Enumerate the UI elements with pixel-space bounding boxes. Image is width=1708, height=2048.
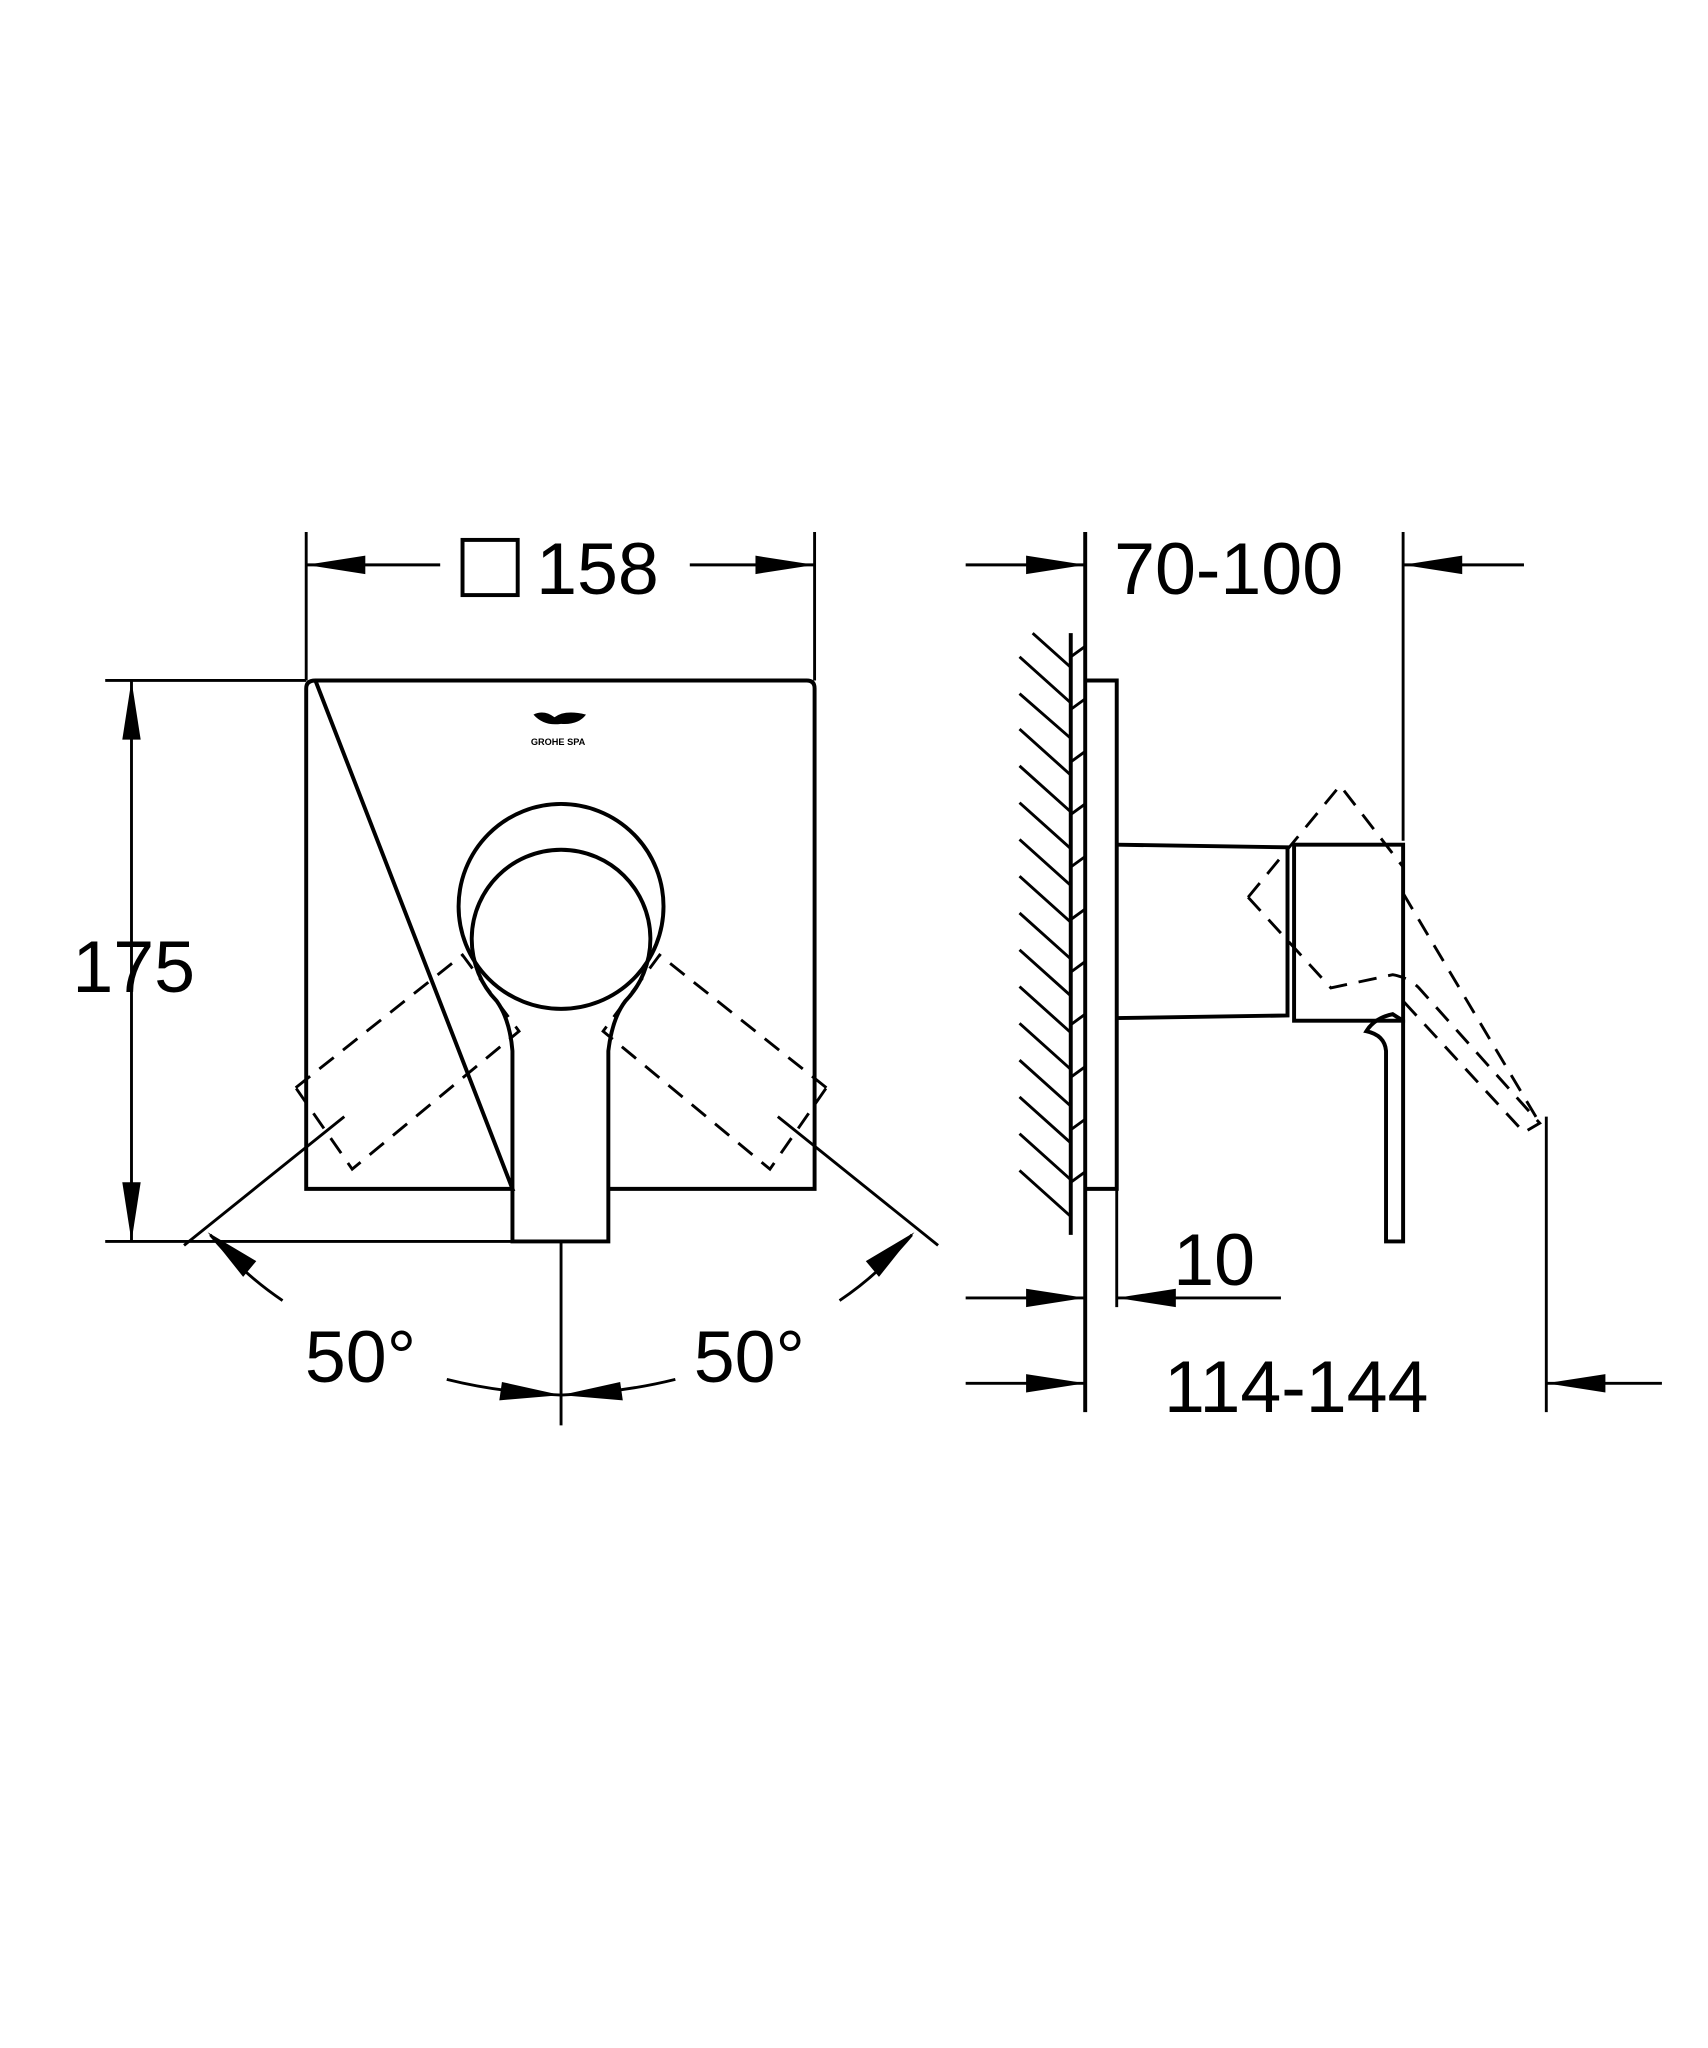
lever-raised-position (1246, 783, 1542, 1135)
angle-dimension: 50° 50° (183, 1115, 939, 1426)
plate-label: 10 (1173, 1218, 1255, 1301)
total-label: 114-144 (1164, 1345, 1428, 1428)
plate-dimension: 10 (965, 1218, 1281, 1308)
handle-hub-side (1292, 842, 1406, 1023)
height-dimension: 175 (72, 679, 513, 1243)
valve-body-side (1116, 842, 1290, 1021)
angle-right-label: 50° (694, 1315, 805, 1398)
brand-logo: GROHE SPA (531, 712, 587, 747)
lever-right-position (601, 952, 829, 1172)
side-view: 70-100 10 114-144 (965, 527, 1662, 1428)
projection-label: 70-100 (1114, 527, 1343, 610)
height-label: 175 (72, 925, 195, 1008)
projection-dimension: 70-100 (965, 527, 1524, 841)
square-icon (460, 537, 520, 598)
angle-left-label: 50° (305, 1315, 416, 1398)
total-dimension: 114-144 (965, 1116, 1662, 1428)
rosette-ring (456, 801, 666, 1011)
cover-plate (304, 678, 817, 1191)
lever-handle (469, 847, 653, 1244)
width-label: 158 (536, 527, 659, 610)
lever-left-position (293, 952, 521, 1172)
svg-text:GROHE SPA: GROHE SPA (531, 737, 586, 747)
front-view: 158 175 GROHE SPA (72, 527, 939, 1426)
width-dimension: 158 (304, 527, 817, 681)
wall-hatch (1018, 532, 1088, 1413)
lever-side (1363, 1012, 1406, 1244)
plate-side (1085, 678, 1119, 1191)
